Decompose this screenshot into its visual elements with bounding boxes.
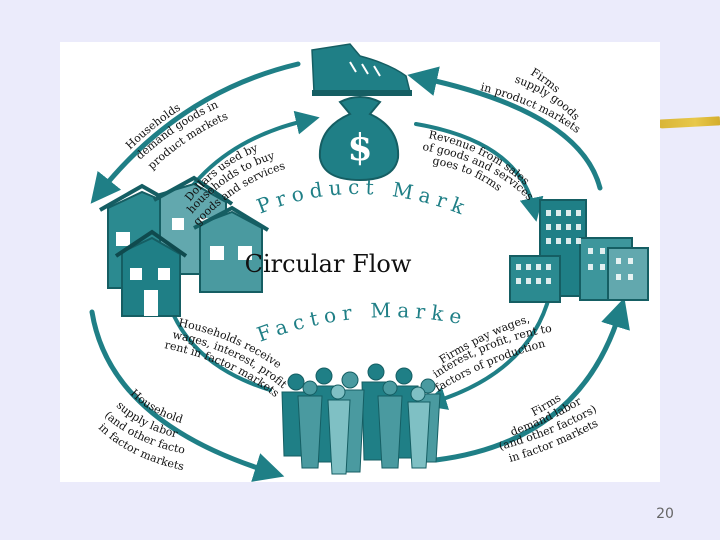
people-icon [281,363,441,475]
arrow-revenue [414,122,544,222]
buildings-icon [509,199,649,303]
circular-flow-diagram: $ [60,42,660,482]
arrow-households-supply [89,309,285,482]
page-number: 20 [656,506,674,522]
money-symbol: $ [347,127,372,169]
arrow-firms-supply [407,66,603,191]
outer-flow-arrows [89,61,630,482]
arrow-firms-pay [422,292,552,410]
diagram-title: Circular Flow [245,250,412,278]
arrow-firms-demand [433,297,630,463]
money-bag-icon: $ [318,96,400,182]
shoe-icon [311,43,412,96]
arrow-households-demand [90,61,301,204]
houses-icon [99,175,270,317]
